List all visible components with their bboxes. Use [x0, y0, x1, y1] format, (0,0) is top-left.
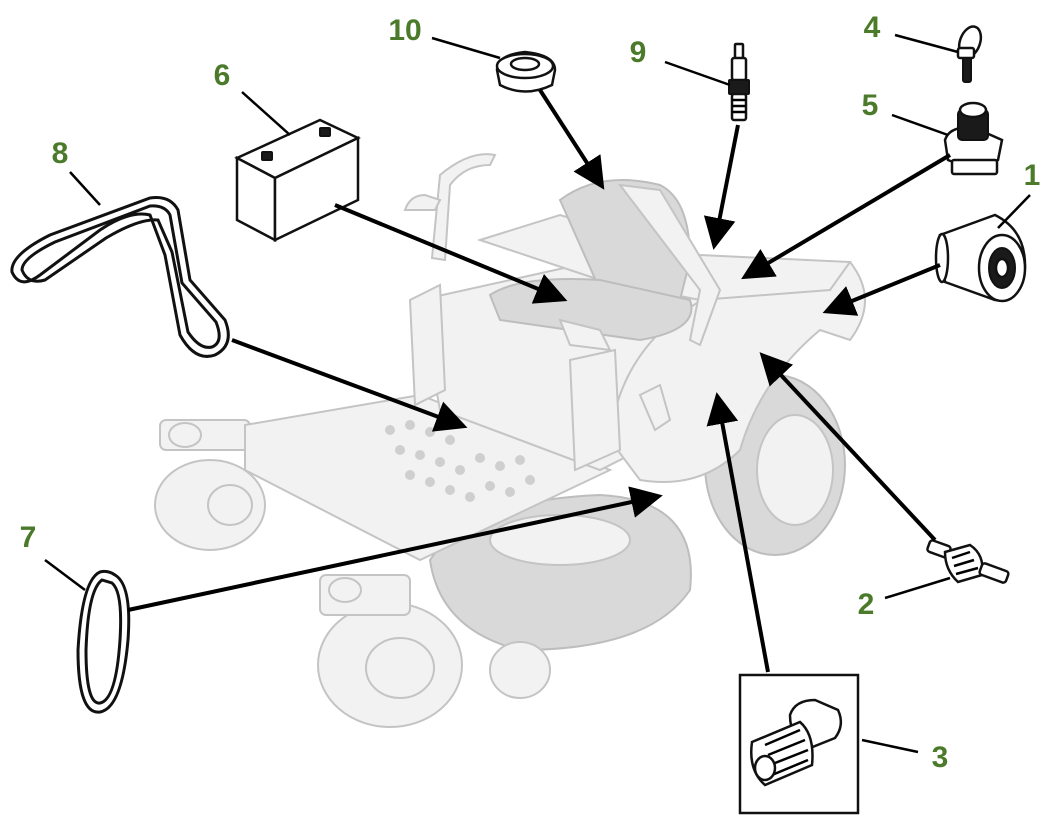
arrow-fuel-filter: [759, 352, 937, 542]
arrow-deck-belt: [127, 486, 663, 612]
ignition-switch-part: [943, 101, 1004, 176]
deck-belt-part: [76, 569, 131, 714]
left-control-lever: [430, 153, 497, 262]
callout-7: 7: [20, 521, 37, 554]
arrow-oil-filter: [822, 263, 941, 316]
drive-belt-part: [10, 196, 230, 358]
arrow-drive-belt: [231, 338, 468, 432]
callout-9: 9: [630, 36, 647, 69]
arrow-fuel-cap: [538, 88, 605, 190]
leader-lines: [44, 33, 1031, 754]
arrow-ignition-switch: [741, 153, 952, 280]
arrow-air-filter: [706, 392, 770, 673]
callout-2: 2: [858, 588, 875, 621]
air-filter-part: [738, 673, 860, 815]
callout-6: 6: [214, 59, 231, 92]
fuel-cap-part: [495, 50, 557, 93]
arrow-battery: [334, 203, 568, 304]
battery-part: [234, 118, 361, 243]
callout-5: 5: [862, 89, 879, 122]
footrest-holes: [385, 420, 535, 502]
callout-3: 3: [932, 741, 949, 774]
fuel-filter-part: [926, 539, 1010, 584]
deck-lift-left: [408, 283, 447, 407]
rops-bar: [617, 183, 722, 347]
callout-4: 4: [864, 11, 881, 44]
mower-illustration: [154, 153, 866, 728]
callout-numbers: 1 2 3 4 5 6 7 8 9 10: [20, 11, 1041, 774]
callout-8: 8: [52, 137, 69, 170]
spark-plug-part: [728, 42, 750, 122]
ignition-key-part: [956, 25, 983, 83]
callout-10: 10: [388, 14, 421, 47]
callout-1: 1: [1024, 159, 1041, 192]
deck-lift-right: [568, 348, 622, 472]
oil-filter-part: [934, 213, 1027, 303]
arrow-spark-plug: [703, 124, 740, 250]
